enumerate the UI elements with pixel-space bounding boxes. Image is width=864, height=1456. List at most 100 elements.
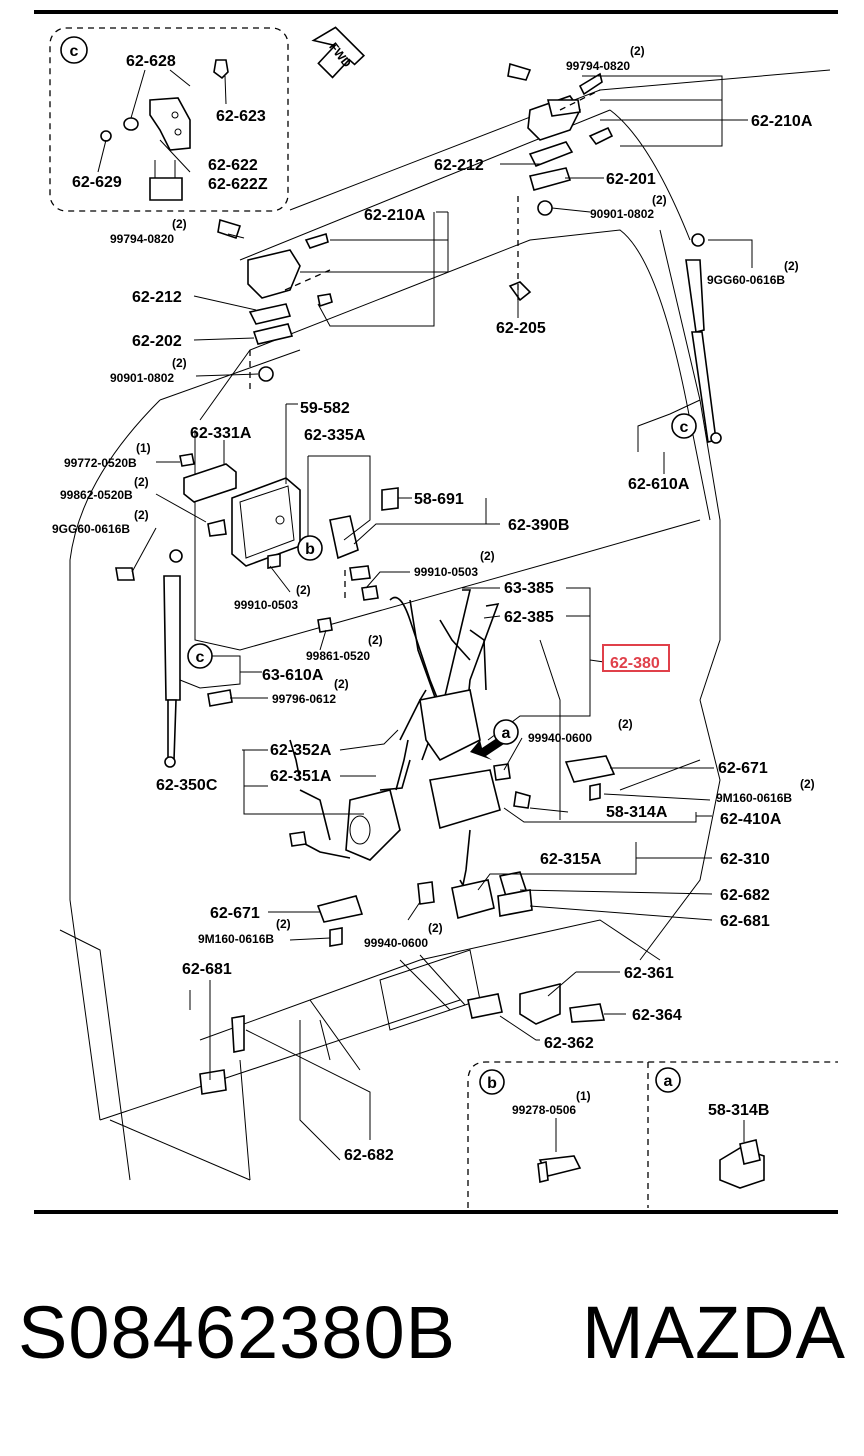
part-handle-331: 62-331A xyxy=(190,425,252,442)
part-handle-410: 62-410A xyxy=(720,811,782,828)
part-striker-681r: 62-681 xyxy=(720,913,770,930)
gas-stay-left xyxy=(115,549,183,768)
qty-screw-862: (2) xyxy=(134,475,149,489)
qty-bolt-9gg: (2) xyxy=(134,508,149,522)
part-bolt-9gg: 9GG60-0616B xyxy=(52,522,130,536)
callout-a-inset: a xyxy=(655,1067,681,1093)
part-plate-right: 62-201 xyxy=(606,171,656,188)
part-nut-910-right: 99910-0503 xyxy=(414,565,478,579)
inset-b-part: 99278-0506 xyxy=(512,1103,576,1117)
qty-nut-910-right: (2) xyxy=(480,549,495,563)
part-rod-385a: 63-385 xyxy=(504,580,554,597)
part-number: S08462380B xyxy=(18,1291,456,1374)
part-clip-314: 58-314A xyxy=(606,804,668,821)
part-bumper-671l: 62-671 xyxy=(210,905,260,922)
part-cover: 59-582 xyxy=(300,400,350,417)
qty-bolt-9m-r: (2) xyxy=(800,777,815,791)
part-shim-left: 62-212 xyxy=(132,289,182,306)
qty-bolt-9m-l: (2) xyxy=(276,917,291,931)
qty-screw-861: (2) xyxy=(368,633,383,647)
inset-a-clip-drawing xyxy=(719,1139,765,1189)
part-shim-362: 62-362 xyxy=(544,1035,594,1052)
callout-c-left: c xyxy=(187,643,213,669)
qty-stay-bolt: (2) xyxy=(784,259,799,273)
part-stay-bolt: 9GG60-0616B xyxy=(707,273,785,287)
qty-hinge-left-bolt: (2) xyxy=(172,217,187,231)
leader-lines xyxy=(131,75,753,1140)
part-hinge-right-bolt: 99794-0820 xyxy=(566,59,630,73)
guide-dashes xyxy=(249,89,601,600)
callout-a-main-label: a xyxy=(502,725,511,742)
qty-bolt-796: (2) xyxy=(334,677,349,691)
inset-c-part-622: 62-622 xyxy=(208,157,258,174)
highlight-box xyxy=(602,644,670,672)
qty-screw-772: (1) xyxy=(136,441,151,455)
part-screw-772: 99772-0520B xyxy=(64,456,137,470)
part-rod-315: 62-315A xyxy=(540,851,602,868)
handle-cover-drawing xyxy=(179,453,399,707)
qty-nut-left: (2) xyxy=(172,356,187,370)
part-striker-681l: 62-681 xyxy=(182,961,232,978)
part-hinge-right: 62-210A xyxy=(751,113,813,130)
inset-c-part-628: 62-628 xyxy=(126,53,176,70)
qty-nut-910-left: (2) xyxy=(296,583,311,597)
inset-c-part-629: 62-629 xyxy=(72,174,122,191)
inset-a-part: 58-314B xyxy=(708,1102,769,1119)
gas-stay-right xyxy=(685,233,722,444)
part-nut-940b: 99940-0600 xyxy=(364,936,428,950)
callout-c-right-label: c xyxy=(680,419,689,436)
part-nut-940: 99940-0600 xyxy=(528,731,592,745)
callout-b-main-label: b xyxy=(305,541,315,558)
part-plate-left: 62-202 xyxy=(132,333,182,350)
callout-c-top-label: c xyxy=(70,43,79,60)
part-bracket-335: 62-335A xyxy=(304,427,366,444)
part-hinge-left-bolt: 99794-0820 xyxy=(110,232,174,246)
part-nut-left: 90901-0802 xyxy=(110,371,174,385)
part-bolt-9m-r: 9M160-0616B xyxy=(716,791,792,805)
qty-nut-right: (2) xyxy=(652,193,667,207)
callout-b-inset-label: b xyxy=(487,1075,497,1092)
callout-a-main: a xyxy=(493,719,519,745)
part-rod-385b: 62-385 xyxy=(504,609,554,626)
part-stay-left: 63-610A xyxy=(262,667,324,684)
hinge-left-drawing xyxy=(217,218,333,382)
callout-c-left-label: c xyxy=(196,649,205,666)
footer: S08462380B MAZDA xyxy=(0,1290,864,1400)
part-screw-861: 99861-0520 xyxy=(306,649,370,663)
part-hinge-left: 62-210A xyxy=(364,207,426,224)
part-striker-361: 62-361 xyxy=(624,965,674,982)
brand-name: MAZDA xyxy=(582,1291,846,1374)
qty-nut-940b: (2) xyxy=(428,921,443,935)
direction-arrow-icon xyxy=(470,736,504,760)
inset-c-part-623: 62-623 xyxy=(216,108,266,125)
part-bolt-796: 99796-0612 xyxy=(272,692,336,706)
callout-c-right: c xyxy=(671,413,697,439)
part-screw-862: 99862-0520B xyxy=(60,488,133,502)
inset-b-qty: (1) xyxy=(576,1089,591,1103)
part-bolt-682l: 62-682 xyxy=(344,1147,394,1164)
part-clip-205: 62-205 xyxy=(496,320,546,337)
part-latch-390: 62-390B xyxy=(508,517,569,534)
part-highlight: 62-380 xyxy=(610,655,660,672)
part-nut-right: 90901-0802 xyxy=(590,207,654,221)
part-rod-352: 62-352A xyxy=(270,742,332,759)
part-stay-right: 62-610A xyxy=(628,476,690,493)
inset-ab-frame xyxy=(467,1061,838,1208)
lock-body-drawing xyxy=(199,689,616,1095)
fwd-arrow-icon xyxy=(311,26,366,79)
part-label-691: 58-691 xyxy=(414,491,464,508)
inset-b-clip-drawing xyxy=(537,1155,582,1183)
part-shim-right: 62-212 xyxy=(434,157,484,174)
body-outline xyxy=(59,69,831,1181)
callout-a-inset-label: a xyxy=(664,1073,673,1090)
part-bumper-671r: 62-671 xyxy=(718,760,768,777)
qty-hinge-right-bolt: (2) xyxy=(630,44,645,58)
inset-c-part-622z: 62-622Z xyxy=(208,176,268,193)
part-lock-350: 62-350C xyxy=(156,777,218,794)
callout-c-top: c xyxy=(60,36,88,64)
callout-b-main: b xyxy=(297,535,323,561)
inset-c-leaders xyxy=(97,69,227,173)
part-bolt-682r: 62-682 xyxy=(720,887,770,904)
part-latch-310: 62-310 xyxy=(720,851,770,868)
callout-b-inset: b xyxy=(479,1069,505,1095)
